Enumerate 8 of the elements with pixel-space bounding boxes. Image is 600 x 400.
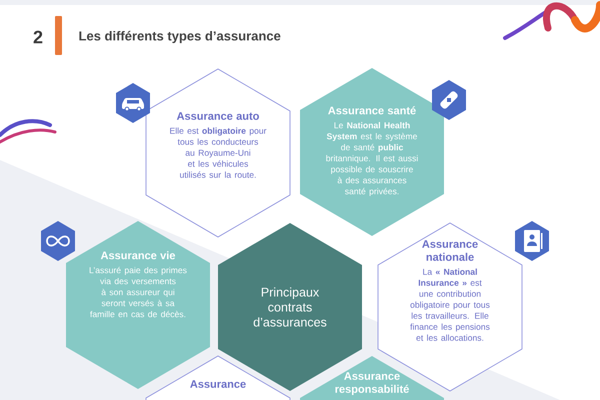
node-label: La « National Insurance » est une contribution obligatoire pour tous les travailleurs. Elle finance les pensions et les allocations.: [410, 268, 490, 341]
hexagon-card: Assurance responsabilité: [300, 356, 444, 400]
hexagon-card: Assurance: [146, 356, 290, 400]
title: Les différents types d’assurance: [79, 30, 280, 44]
hexagon-card: Assurance auto Elle est obligatoire pour tous les conducteurs au Royaume-Uni et les véhicules utilisés sur la route.: [146, 68, 290, 238]
section-number: 2: [34, 30, 42, 44]
hexagon-card: Assurance santé Le National Health System est le système de santé public britannique. Il est aussi possible de souscrire à des assurances santé privées.: [300, 68, 444, 236]
node-label: Assurance nationale: [422, 240, 478, 261]
